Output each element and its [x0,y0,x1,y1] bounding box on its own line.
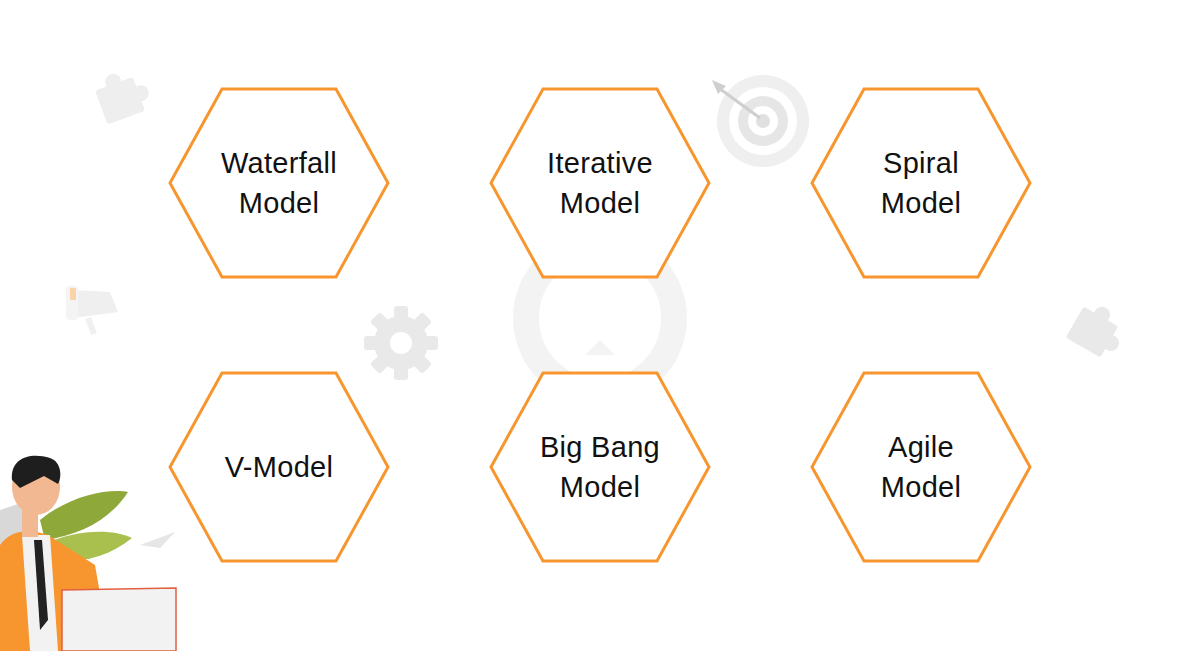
hexagon-border [491,373,709,561]
puzzle-icon [1066,298,1132,363]
hexagon-outline [810,87,1032,279]
model-hexagon: Waterfall Model [168,87,390,279]
hexagon-border [170,89,388,277]
hexagon-outline [810,371,1032,563]
hexagon-border [491,89,709,277]
model-hexagon: Iterative Model [489,87,711,279]
hexagon-outline [168,87,390,279]
target-icon [712,75,809,167]
model-label: Waterfall Model [204,143,354,223]
model-hexagon: V-Model [168,371,390,563]
puzzle-icon [92,64,155,124]
model-label: V-Model [225,447,334,487]
model-label: Iterative Model [525,143,675,223]
paper-plane-icon [140,532,175,548]
hexagon-outline [489,371,711,563]
model-label: Agile Model [846,427,996,507]
gear-icon [364,306,438,380]
hexagon-border [812,373,1030,561]
model-hexagon: Spiral Model [810,87,1032,279]
megaphone-icon [66,286,118,334]
hexagon-border [812,89,1030,277]
hexagon-border [170,373,388,561]
model-hexagon: Agile Model [810,371,1032,563]
model-label: Big Bang Model [525,427,675,507]
hexagon-outline [489,87,711,279]
person-illustration [0,456,176,651]
model-label: Spiral Model [846,143,996,223]
model-hexagon: Big Bang Model [489,371,711,563]
